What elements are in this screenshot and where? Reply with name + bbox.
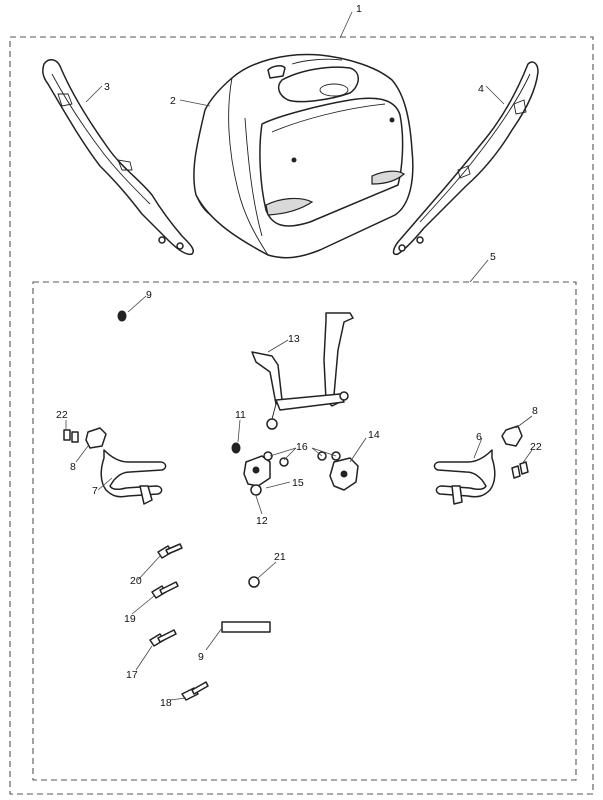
nut-11 <box>231 442 241 454</box>
callout-1: 1 <box>356 3 362 15</box>
right-hanger-bracket <box>433 449 496 505</box>
callout-11: 11 <box>235 409 246 421</box>
washers-16 <box>263 451 341 467</box>
callout-5: 5 <box>490 251 496 263</box>
callout-22-right: 22 <box>530 441 542 453</box>
right-cover-cap <box>501 425 523 447</box>
callout-18: 18 <box>160 697 172 709</box>
left-hanger-bracket <box>100 449 167 505</box>
bolt-19 <box>151 581 179 599</box>
callout-2: 2 <box>170 95 176 107</box>
callout-6: 6 <box>476 431 482 443</box>
spacer-12 <box>250 484 262 496</box>
callout-9-bottom: 9 <box>198 651 204 663</box>
callout-12: 12 <box>256 515 268 527</box>
leader-lines <box>65 11 533 701</box>
left-pannier-rail <box>42 59 194 256</box>
pannier-case <box>193 53 414 259</box>
bolt-18 <box>181 681 209 701</box>
left-clips <box>63 429 79 443</box>
callout-19: 19 <box>124 613 136 625</box>
right-clips <box>511 461 529 479</box>
callout-3: 3 <box>104 81 110 93</box>
kit-outer-boundary <box>9 36 594 795</box>
callout-21: 21 <box>274 551 286 563</box>
mounting-kit-boundary <box>32 281 577 781</box>
callout-22-left: 22 <box>56 409 68 421</box>
mounting-bracket <box>251 312 354 430</box>
callout-15: 15 <box>292 477 304 489</box>
callout-labels: 1 2 3 4 5 6 7 8 8 9 9 11 12 13 14 15 16 … <box>56 3 542 709</box>
callout-14: 14 <box>368 429 380 441</box>
callout-13: 13 <box>288 333 300 345</box>
callout-7: 7 <box>92 485 98 497</box>
right-pannier-rail <box>392 61 539 256</box>
callout-4: 4 <box>478 83 484 95</box>
bolt-17 <box>149 629 177 647</box>
nut-9 <box>117 310 127 322</box>
left-center-plate <box>243 455 271 487</box>
callout-9-top: 9 <box>146 289 152 301</box>
callout-20: 20 <box>130 575 142 587</box>
nut-21 <box>248 576 260 588</box>
right-center-plate <box>329 457 359 491</box>
callout-17: 17 <box>126 669 138 681</box>
label-strip-9 <box>221 621 271 633</box>
callout-8-right: 8 <box>532 405 538 417</box>
bolt-20 <box>157 543 183 559</box>
callout-8-left: 8 <box>70 461 76 473</box>
left-cover-cap <box>85 427 107 449</box>
callout-16: 16 <box>296 441 308 453</box>
